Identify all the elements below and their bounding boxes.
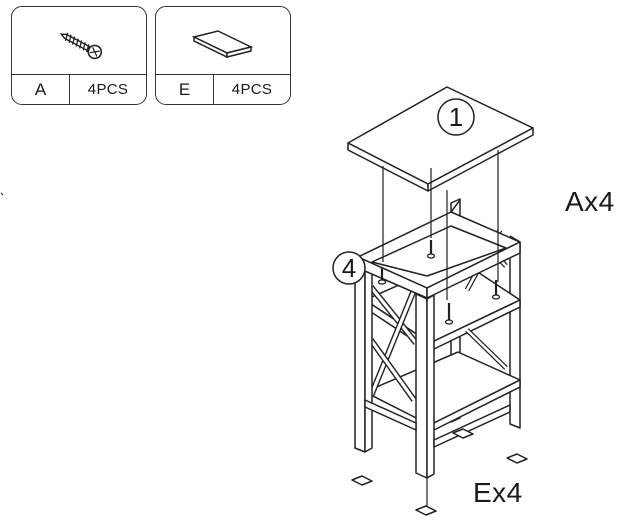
- side-rails: [364, 399, 511, 448]
- part-row-e: E 4PCS: [156, 74, 290, 104]
- step-4-label: 4: [341, 252, 357, 283]
- screw-icon: [59, 32, 103, 60]
- part-letter: E: [156, 75, 214, 104]
- part-quantity: 4PCS: [87, 81, 129, 98]
- part-box-a: A 4PCS: [11, 6, 147, 105]
- step-1-circle: [437, 98, 475, 136]
- part-row-a: A 4PCS: [12, 74, 146, 104]
- frame-screws: [377, 240, 501, 325]
- front-left-leg: [354, 261, 373, 453]
- part-box-e: E 4PCS: [155, 6, 291, 105]
- part-quantity: 4PCS: [231, 81, 273, 98]
- step-1-label: 1: [448, 101, 464, 132]
- step-4-circle: [332, 251, 366, 285]
- foot-pad-icon: [191, 30, 254, 59]
- part-letter: A: [12, 75, 70, 104]
- foot-pads: [351, 428, 528, 516]
- top-panel: [347, 86, 534, 192]
- edge-mark: [0, 192, 4, 196]
- front-right-leg: [415, 293, 435, 479]
- top-frame: [357, 199, 521, 299]
- guide-lines: [382, 150, 499, 508]
- screw-quantity-callout: Ax4: [565, 186, 615, 217]
- foot-quantity-callout: Ex4: [473, 477, 523, 508]
- side-x-braces: [368, 224, 508, 402]
